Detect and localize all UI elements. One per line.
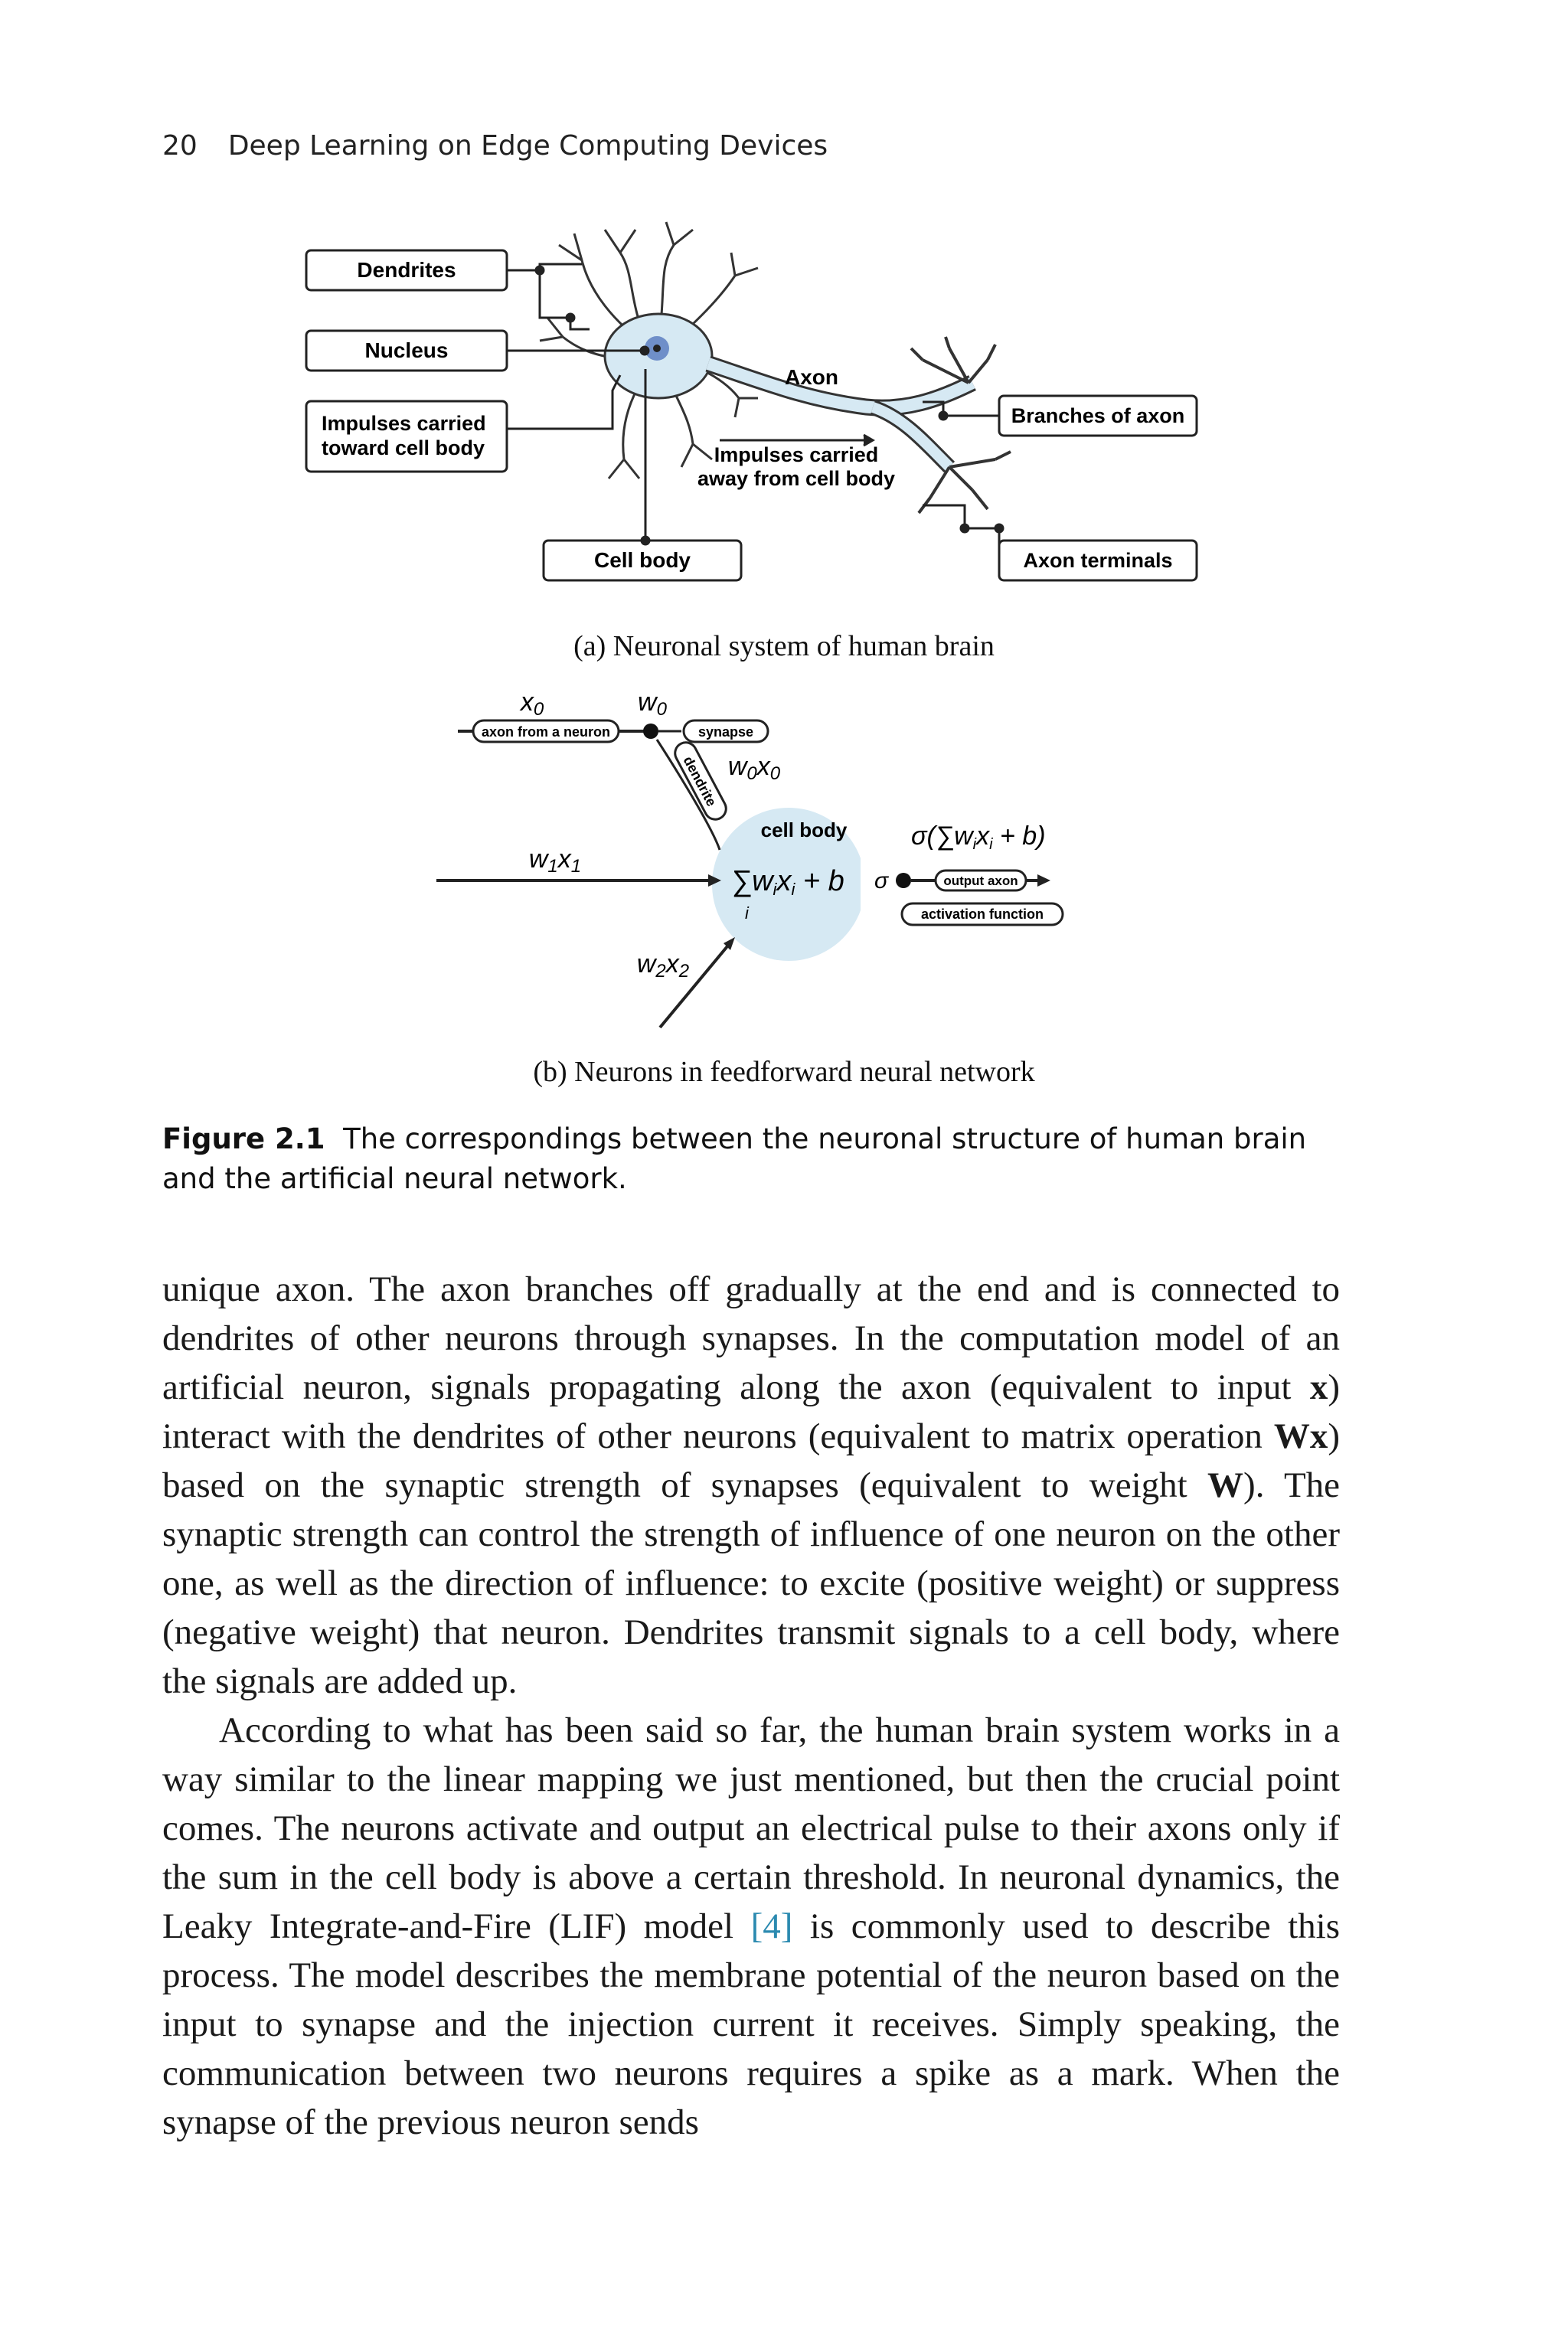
svg-text:Branches of axon: Branches of axon [1011,404,1185,427]
paragraph-1: unique axon. The axon branches off gradu… [162,1269,1341,1701]
sigma-symbol: σ [874,868,890,893]
svg-text:w0: w0 [638,688,668,720]
figure-label: Figure 2.1 [162,1122,325,1155]
svg-text:activation function: activation function [921,906,1044,922]
svg-text:toward cell body: toward cell body [322,436,485,459]
running-header: 20 Deep Learning on Edge Computing Device… [162,130,828,162]
dendrite-pill: dendrite [674,741,727,821]
page-number: 20 [162,130,198,162]
label-branches-of-axon: Branches of axon [998,394,1198,437]
figure-b-caption: (b) Neurons in feedforward neural networ… [533,1056,1035,1088]
axon-input-row: x0 w0 axon from a neuron synapse [458,688,769,743]
svg-text:Axon: Axon [785,365,838,389]
label-impulses-away: Impulses carried away from cell body [697,443,895,490]
svg-text:Impulses carried: Impulses carried [714,443,879,466]
svg-text:x0: x0 [519,688,544,720]
citation-link[interactable]: [4] [750,1906,793,1946]
label-cell-body: Cell body [542,539,743,582]
label-dendrites: Dendrites [305,249,508,292]
w2x2-label: w2x2 [637,949,689,982]
sum-index: i [745,903,750,923]
label-impulses-toward: Impulses carried toward cell body [305,400,508,473]
svg-text:synapse: synapse [698,724,753,740]
sum-expression: ∑wixi + b [731,865,844,899]
svg-text:Dendrites: Dendrites [357,258,456,282]
svg-text:Cell body: Cell body [594,548,691,572]
svg-text:Impulses carried: Impulses carried [322,412,486,435]
label-axon-terminals: Axon terminals [998,539,1198,582]
w0x0-label: w0x0 [728,752,781,784]
figure-a-caption: (a) Neuronal system of human brain [573,630,995,662]
label-axon: Axon [785,365,838,389]
w1x1-label: w1x1 [529,844,581,877]
paragraph-2: According to what has been said so far, … [162,1710,1340,2142]
leader-lines [507,263,1004,560]
activation-expression: σ(∑wixi + b) [911,822,1046,853]
book-title: Deep Learning on Edge Computing Devices [227,130,828,162]
svg-text:away from cell body: away from cell body [697,467,895,490]
cell-body-circle [712,808,865,961]
body-text: unique axon. The axon branches off gradu… [162,1265,1340,2147]
figure-caption-text: The correspondings between the neuronal … [162,1122,1307,1195]
svg-text:Nucleus: Nucleus [365,338,449,362]
cell-body-label: cell body [761,818,848,841]
figure-caption: Figure 2.1 The correspondings between th… [162,1119,1338,1199]
svg-text:Axon terminals: Axon terminals [1023,549,1172,572]
svg-text:output axon: output axon [943,874,1018,888]
neuron-anatomy-figure: Dendrites Nucleus Impulses carried towar… [305,221,1198,582]
artificial-neuron-figure: x0 w0 axon from a neuron synapse dendrit… [436,688,1064,1029]
activation-function-pill: activation function [900,902,1064,926]
svg-text:axon from a neuron: axon from a neuron [482,724,610,740]
neuron-illustration [539,221,1011,514]
output-axon-pill: output axon [934,869,1027,892]
label-nucleus: Nucleus [305,329,508,372]
